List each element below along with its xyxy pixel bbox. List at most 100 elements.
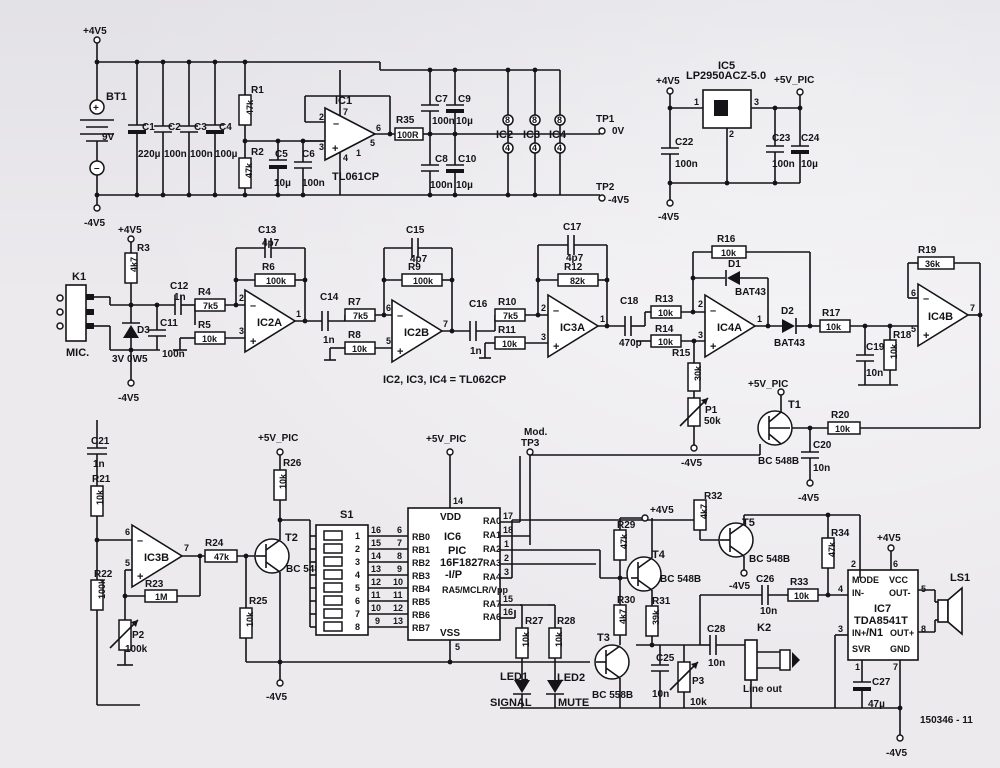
node [381,277,387,283]
label: + [397,346,403,358]
label: C20 [813,440,832,451]
label: 4p7 [410,254,428,265]
label: D1 [728,259,741,270]
microcontroller-ic6: +5V_PIC 14 VDD VSS RB0 RB1 RB2 RB3 RB4 R… [280,434,701,665]
label: IC3A [560,322,585,334]
label: 10µ [456,116,473,127]
ic3a-opamp [547,293,600,359]
label: TL061CP [332,171,379,183]
label: – [333,118,339,130]
label: TP2 [596,182,615,193]
label: R35 [396,115,415,126]
label: 10k [502,339,518,349]
label: – [397,310,403,322]
label: 7k5 [353,311,368,321]
label: 470p [619,338,642,349]
label: 10n [866,368,883,379]
node [691,338,697,344]
label: 3 [319,142,324,152]
node [502,142,514,154]
label: 6 [125,527,130,537]
label: TDA8541T [854,615,908,627]
rail-label-neg: -4V5 [84,218,106,229]
label: 13 [371,564,381,574]
label: 1 [296,309,301,319]
label: 3 [504,567,509,577]
node [197,553,203,559]
label: R14 [655,324,674,335]
node [134,192,140,198]
node [554,142,566,154]
label: + [710,341,716,353]
node [604,277,610,283]
label: 1 [356,148,361,158]
label: C27 [872,677,891,688]
node [212,59,218,65]
label: IC2 [496,129,513,141]
filter-stage-ic2b: C14 1n R7 7k5 R8 10k – + IC2B 6 5 7 C15 … [320,225,506,386]
group: C2 100n [154,59,187,198]
label: 3 [541,332,546,342]
label: 10n [760,606,777,617]
node [526,448,534,456]
label: T3 [597,632,610,644]
component-shape [701,398,708,405]
transistor-t2 [254,538,290,574]
label: 16 [503,607,513,617]
ic2b-opamp [391,298,444,364]
node [302,318,308,324]
label: R22 [94,569,113,580]
component-shape [514,680,530,693]
label: 36k [925,259,941,269]
label: T4 [652,549,666,561]
label: IC4A [717,322,742,334]
component-body [714,100,728,116]
wire [768,411,782,423]
label: 15 [503,594,513,604]
label: 4 [532,143,537,153]
label: 10k [202,334,218,344]
label: 3V 0W5 [112,354,148,365]
label: C28 [707,624,726,635]
label: C25 [656,653,675,664]
label: 100k [97,578,107,599]
label: 1n [174,292,186,303]
component-body [86,323,94,329]
label: 100k [266,276,287,286]
label: 12 [393,603,403,613]
component-body [86,309,94,315]
node [598,194,606,202]
label: SVR [852,644,871,654]
label: RA6 [483,612,501,622]
label: 1 [600,314,605,324]
node [242,59,248,65]
label: R29 [617,520,636,531]
node [529,142,541,154]
label: -4V5 [608,195,630,206]
label: BAT43 [735,287,766,298]
ic1-opamp [324,106,377,162]
label: IN+ [852,628,866,638]
label: + [553,341,559,353]
label: 2 [355,544,360,554]
label: +4V5 [877,533,901,544]
label: – [250,300,256,312]
label: 5 [355,583,360,593]
label: 100n [302,178,325,189]
label: C1 [142,122,155,133]
label: C4 [219,122,232,133]
label: +5V_PIC [748,379,788,390]
label: R34 [831,528,850,539]
filter-stage-ic3a: C16 1n R10 7k5 R11 10k – + IC3A 2 3 1 C1… [469,222,625,359]
label: 10 [393,577,403,587]
node [502,114,514,126]
label: 100k [413,276,434,286]
label: R21 [92,474,111,485]
node [532,192,538,198]
label: 10n [652,689,669,700]
label: OUT- [889,588,911,598]
label: + [332,143,338,155]
wire [109,619,139,649]
node [127,379,135,387]
label: 10k [554,631,564,647]
